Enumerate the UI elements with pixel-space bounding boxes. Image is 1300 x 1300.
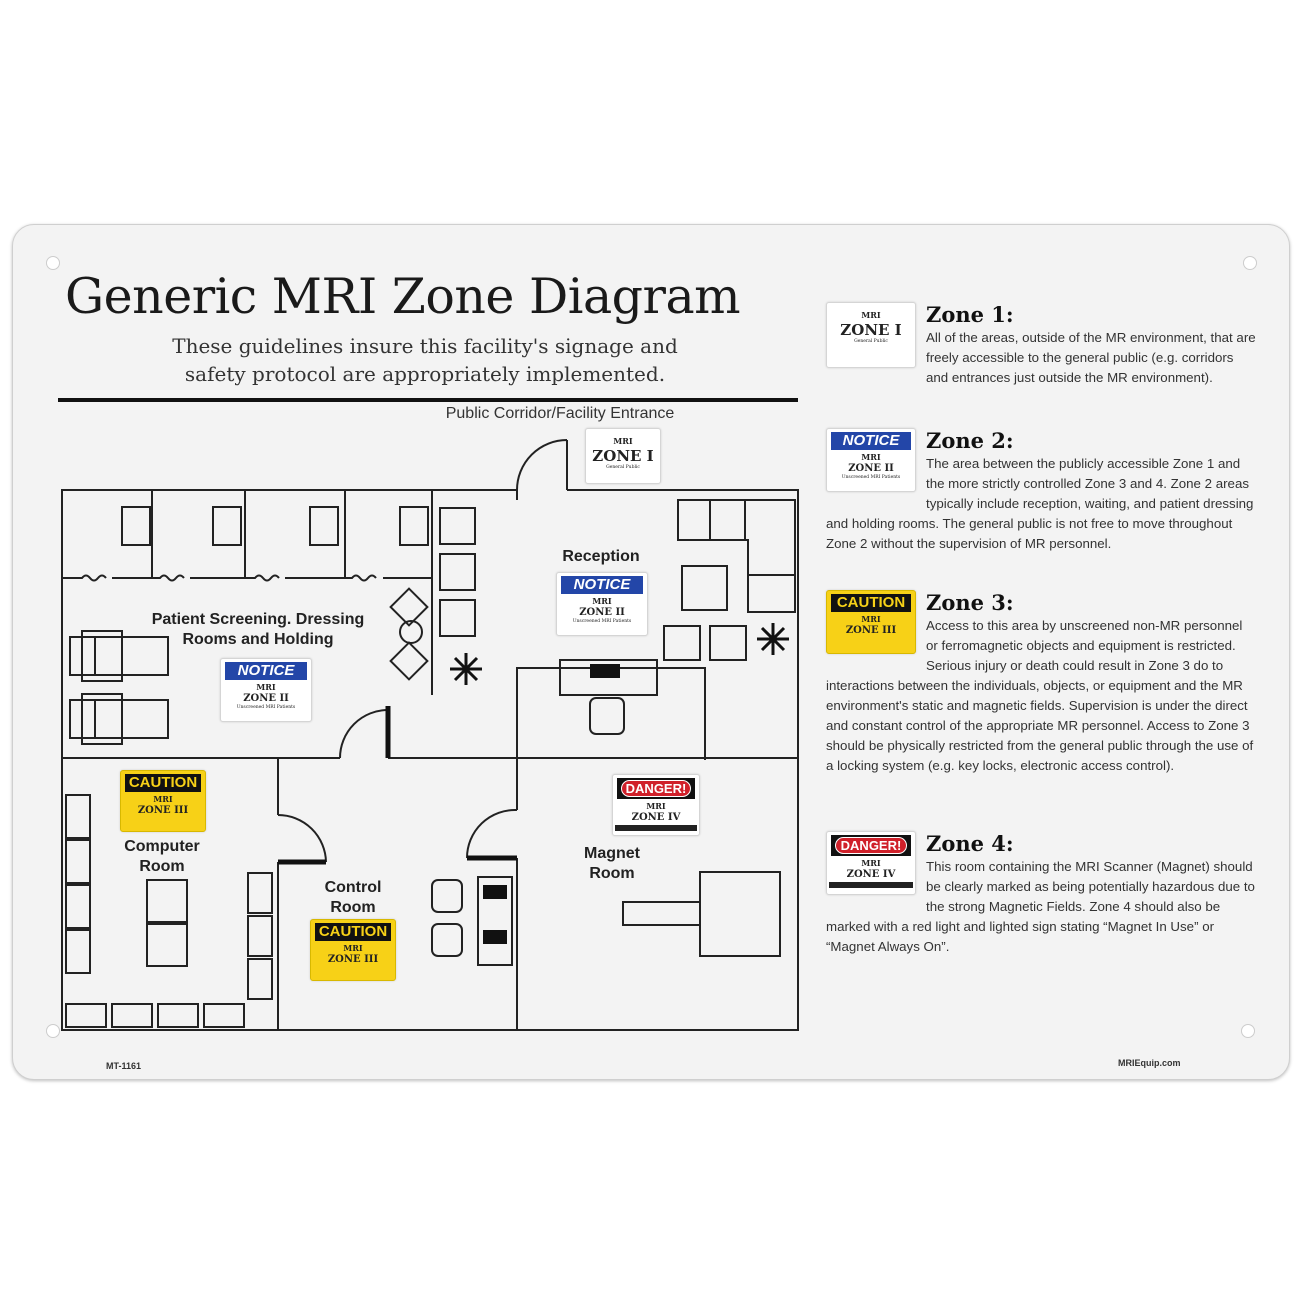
sofa <box>677 499 796 613</box>
subtitle-line: safety protocol are appropriately implem… <box>184 362 666 386</box>
room-label-control: Room <box>330 899 376 916</box>
sign-plate <box>12 224 1290 1080</box>
corridor-label: Public Corridor/Facility Entrance <box>445 405 675 422</box>
page-title: Generic MRI Zone Diagram <box>65 268 741 325</box>
zone-text: This room containing the MRI Scanner (Ma… <box>826 859 1255 954</box>
zone-heading: Zone 2: <box>926 428 1014 453</box>
room-label-computer: Computer <box>124 838 200 855</box>
entrance-door <box>516 439 568 491</box>
room-label-holding: Rooms and Holding <box>182 631 334 648</box>
plant-icon <box>450 623 789 685</box>
lower-walls <box>277 758 518 1030</box>
zone-text: All of the areas, outside of the MR envi… <box>926 330 1256 385</box>
divider <box>58 398 798 402</box>
curtains <box>62 574 432 582</box>
website: MRIEquip.com <box>1118 1058 1181 1068</box>
computer-icon <box>483 664 620 944</box>
mounting-hole <box>46 1024 60 1038</box>
room-label-holding: Patient Screening. Dressing <box>151 611 365 628</box>
room-label-computer: Room <box>139 858 185 875</box>
zone-heading: Zone 4: <box>926 831 1014 856</box>
room-label-magnet: Magnet <box>584 845 640 862</box>
room-label-magnet: Room <box>589 865 635 882</box>
dressing-partitions <box>151 490 433 695</box>
mounting-hole <box>46 256 60 270</box>
zone-heading: Zone 3: <box>926 590 1014 615</box>
mounting-hole <box>1241 1024 1255 1038</box>
subtitle-line: These guidelines insure this facility's … <box>172 334 678 358</box>
zone-text: The area between the publicly accessible… <box>826 456 1254 551</box>
zone-text: Access to this area by unscreened non-MR… <box>826 618 1254 773</box>
product-code: MT-1161 <box>106 1061 142 1071</box>
room-label-reception: Reception <box>562 548 640 565</box>
outer-wall <box>61 489 799 1031</box>
mounting-hole <box>1243 256 1257 270</box>
room-label-control: Control <box>324 879 382 896</box>
zone-heading: Zone 1: <box>926 302 1014 327</box>
